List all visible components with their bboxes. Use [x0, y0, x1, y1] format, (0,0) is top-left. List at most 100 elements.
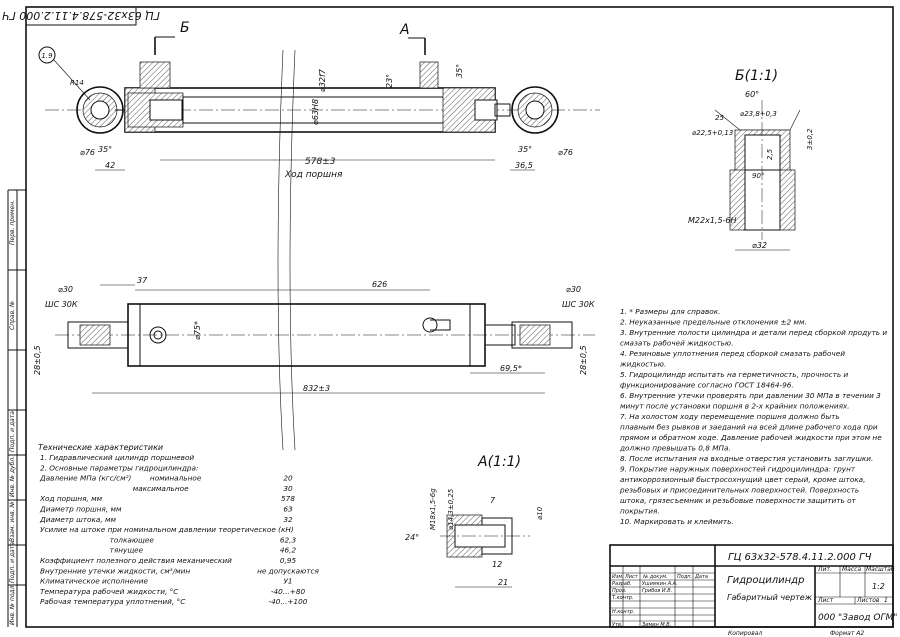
view-b: Б(1:1) 60° 25 ⌀23,8+0,3 ⌀22,5+0,13 3±0,2… — [688, 68, 814, 251]
note-line: 4. Резиновые уплотнения перед сборкой см… — [620, 349, 845, 358]
spec-value: 46,2 — [280, 546, 297, 555]
stamp-2: Справ. № — [9, 301, 16, 330]
spec-value: -40...+80 — [271, 587, 306, 596]
section-b-label: Б — [180, 20, 190, 36]
scale-label: Масштаб — [866, 566, 895, 573]
shs-right: ШС 30К — [562, 300, 595, 309]
spec-label: 1. Гидравлический цилиндр поршневой — [40, 453, 194, 462]
dim-35-right: 35° — [518, 145, 532, 154]
spec-value: 578 — [281, 494, 295, 503]
spec-label: 2. Основные параметры гидроцилиндра: — [40, 463, 198, 472]
b-25: 25 — [715, 114, 724, 122]
b-225: ⌀22,5+0,13 — [692, 129, 733, 137]
note-line: 3. Внутренние полости цилиндра и детали … — [620, 328, 887, 337]
sheets-label: Листов — [856, 597, 880, 604]
title-block: ГЦ 63х32-578.4.11.2.000 ГЧ Гидроцилиндр … — [609, 544, 897, 628]
spec-value: 63 — [283, 505, 293, 514]
note-line: штока, грязесъемник и резьбовые поверхно… — [620, 496, 857, 505]
spec-label: Диаметр штока, мм — [39, 515, 117, 524]
note-line: 9. Покрытие наружных поверхностей гидроц… — [620, 465, 856, 474]
spec-label: Климатическое исполнение — [40, 577, 148, 586]
spec-label: Внутренние утечки жидкости, см³/мин — [40, 566, 190, 575]
balloon-text: 1.9 — [41, 52, 53, 60]
outer-frame — [25, 6, 894, 628]
top-left-stamp: ГЦ 63х32-578.4.11.2.000 ГЧ — [2, 6, 160, 26]
prov-name: Грибов И.В. — [642, 588, 672, 594]
dim-695: 69,5* — [500, 364, 522, 373]
dim-d30-right: ⌀30 — [566, 285, 581, 294]
note-line: 8. После испытания на входные отверстия … — [620, 454, 873, 463]
b-238: ⌀23,8+0,3 — [740, 110, 777, 118]
a-12: 12 — [492, 560, 502, 569]
utv: Утв. — [612, 622, 623, 628]
sectional-view: 1.9 R14 Б А ⌀76 35° 42 578±3 — [38, 20, 600, 451]
spec-value: 62,3 — [280, 535, 297, 544]
note-line: резьбовых и присоединительных поверхност… — [619, 486, 859, 495]
tkontr: Т.контр. — [612, 595, 634, 601]
stamp-4: Инв. № дубл. — [9, 456, 16, 497]
note-line: прямом и обратном ходе. Давление рабочей… — [620, 433, 882, 442]
view-b-title: Б(1:1) — [735, 68, 778, 84]
utv-name: Зимин М.В. — [642, 622, 671, 628]
nkontr: Н.контр. — [612, 609, 634, 615]
rotated-designation: ГЦ 63х32-578.4.11.2.000 ГЧ — [2, 9, 160, 22]
list-col: Лист — [624, 574, 639, 580]
stamp-1: Перв. примен. — [9, 200, 16, 245]
spec-label: Ход поршня, мм — [39, 494, 103, 503]
dim-35-top: 35° — [455, 64, 464, 78]
stamp-6: Подп. и дата — [9, 542, 16, 583]
a-10: ⌀10 — [536, 506, 544, 520]
dim-23: 23° — [385, 74, 394, 88]
dim-stroke: 578±3 — [305, 157, 336, 167]
razrab: Разраб. — [612, 581, 632, 587]
sign: Подп. — [677, 574, 692, 580]
stamp-3: Подп. и дата — [9, 411, 16, 452]
dim-37: 37 — [137, 276, 148, 285]
spec-value: 20 — [283, 474, 293, 483]
specs-block: Технические характеристики 1. Гидравличе… — [38, 443, 320, 606]
dim-d63: ⌀63H8 — [311, 99, 320, 125]
dim-d76-right: ⌀76 — [558, 148, 573, 157]
balloon — [38, 46, 56, 64]
note-line: покрытия. — [620, 507, 660, 516]
dim-626: 626 — [372, 280, 387, 289]
spec-label: толкающее — [40, 535, 154, 544]
sheet-label: Лист — [817, 597, 834, 604]
dim-42: 42 — [105, 161, 115, 170]
note-line: 6. Внутренние утечки проверять при давле… — [620, 391, 881, 400]
notes-block: 1. * Размеры для справок.2. Неуказанные … — [619, 307, 887, 526]
stroke-label: Ход поршня — [284, 170, 343, 180]
external-view: ⌀30 ШС 30К 37 626 ⌀75* 28±0,5 69,5* 28±0… — [33, 276, 595, 394]
note-line: смазать рабочей жидкостью. — [620, 339, 733, 348]
spec-value: не допускаются — [257, 566, 319, 575]
spec-label: Рабочая температура уплотнений, °С — [40, 597, 186, 606]
spec-label: Давление МПа (кгс/см²) номинальное — [39, 474, 202, 483]
prov: Пров. — [612, 588, 627, 594]
view-a-title: А(1:1) — [477, 454, 521, 470]
lit-label: Лит. — [817, 566, 832, 573]
dim-365: 36,5 — [515, 161, 533, 170]
b-32: ⌀32 — [752, 241, 767, 250]
dim-28-right: 28±0,5 — [579, 345, 588, 375]
note-line: должно превышать 0,8 МПа. — [619, 444, 731, 453]
spec-value: У1 — [283, 577, 292, 586]
note-line: жидкостью. — [619, 360, 666, 369]
ndoc: № докум. — [642, 574, 668, 580]
izm: Изм. — [612, 574, 624, 580]
a-14: ⌀14,3±0,25 — [447, 488, 455, 530]
dim-d76-left: ⌀76 — [80, 148, 95, 157]
b-25v: 2,5 — [766, 148, 774, 160]
sheets-value: 1 — [884, 597, 888, 604]
note-line: минут после установки поршня в 2-х крайн… — [620, 402, 850, 411]
note-line: 7. На холостом ходу перемещение поршня д… — [620, 412, 840, 421]
note-line: 5. Гидроцилиндр испытать на герметичност… — [620, 370, 849, 379]
scale-value: 1:2 — [872, 582, 885, 591]
dim-d32: ⌀32f7 — [318, 68, 327, 92]
note-line: функционирование согласно ГОСТ 18464-96. — [620, 381, 794, 390]
copied-label: Копировал — [728, 630, 762, 637]
a-21: 21 — [498, 578, 508, 587]
note-line: антикоррозионный быстросохнущий цвет сер… — [620, 475, 865, 484]
b-90: 90° — [752, 172, 764, 180]
spec-label: максимальное — [40, 484, 189, 493]
